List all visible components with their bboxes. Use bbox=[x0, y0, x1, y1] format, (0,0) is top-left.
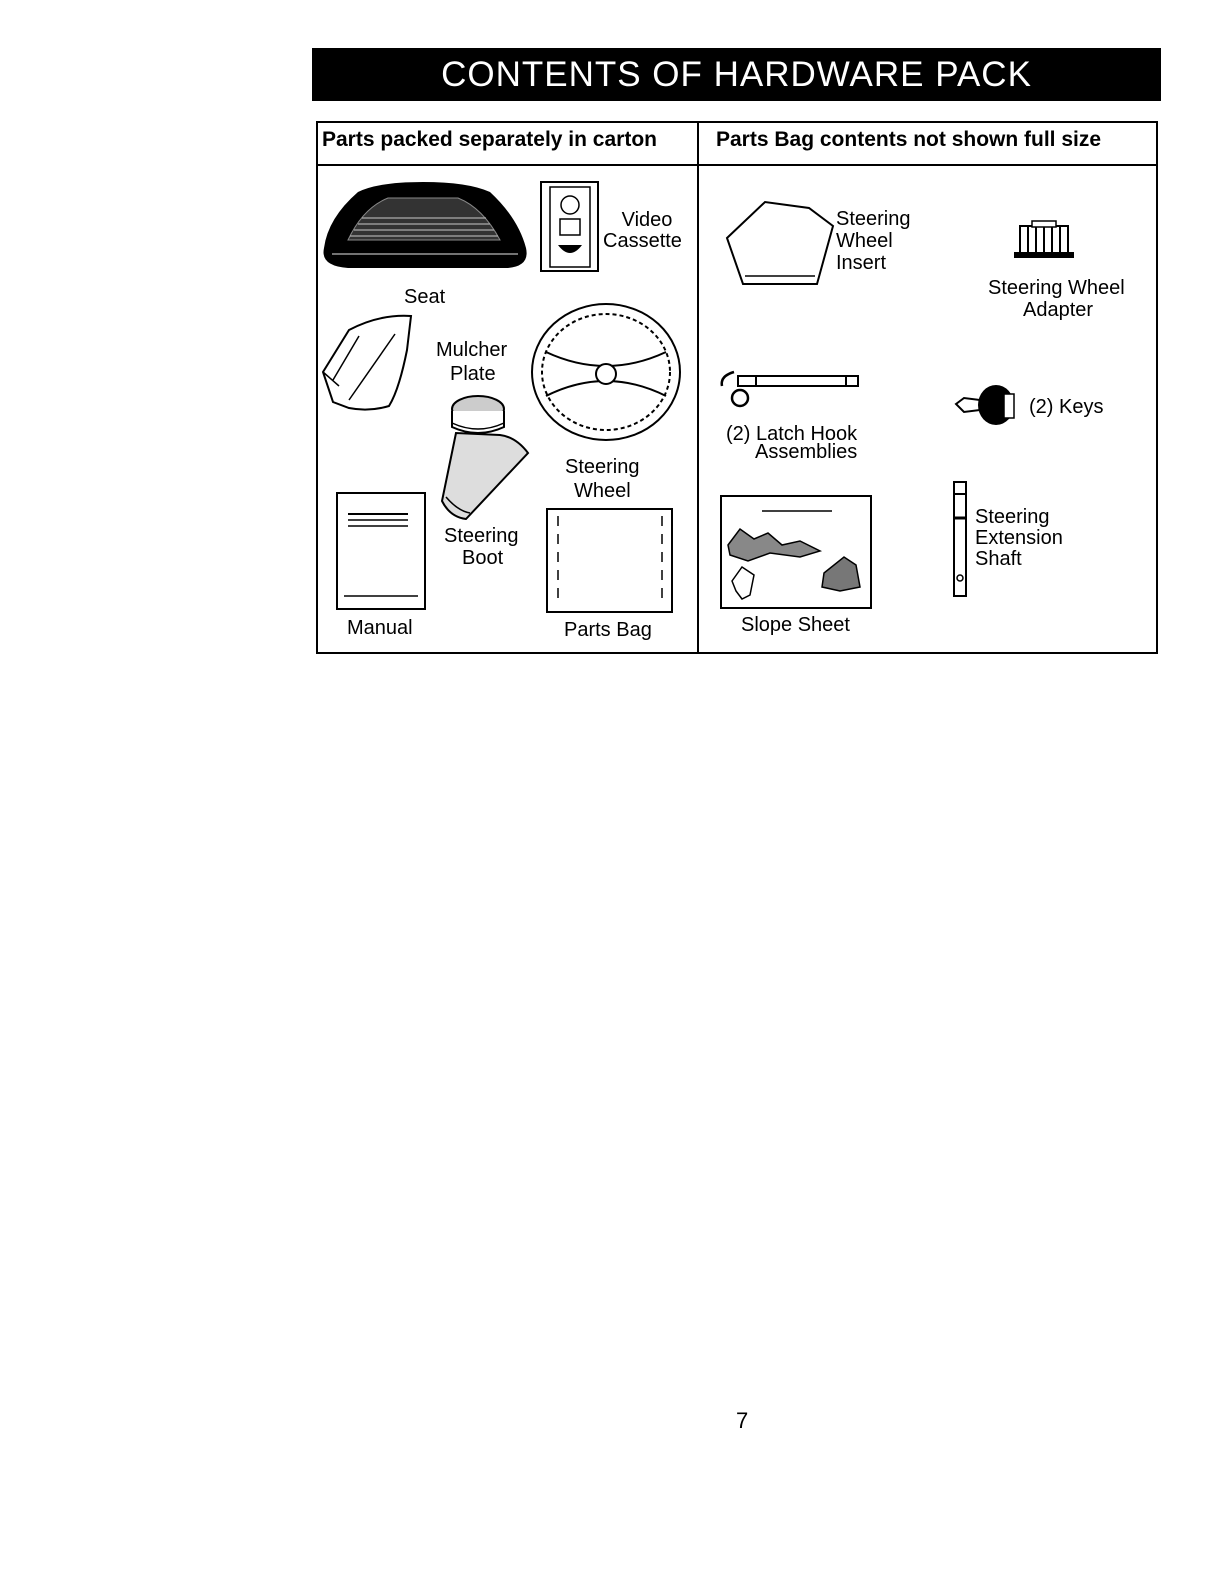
video-cassette-icon bbox=[540, 181, 600, 273]
shaft-label-2: Extension bbox=[975, 527, 1063, 549]
keys-label: (2) Keys bbox=[1029, 396, 1103, 418]
seat-illustration bbox=[318, 178, 532, 273]
steering-wheel-label-1: Steering bbox=[565, 456, 640, 478]
steering-wheel-label-2: Wheel bbox=[574, 480, 631, 502]
page-title: CONTENTS OF HARDWARE PACK bbox=[312, 48, 1161, 101]
manual-label: Manual bbox=[347, 617, 413, 639]
video-label-1: Video bbox=[600, 209, 694, 231]
mulcher-label-2: Plate bbox=[450, 363, 496, 385]
steering-boot-label-1: Steering bbox=[444, 525, 519, 547]
insert-label-1: Steering bbox=[836, 208, 911, 230]
page-number: 7 bbox=[736, 1408, 748, 1434]
steering-wheel-adapter-illustration bbox=[1012, 220, 1076, 262]
insert-label-2: Wheel bbox=[836, 230, 893, 252]
steering-boot-illustration bbox=[436, 393, 536, 528]
latch-hook-illustration bbox=[716, 366, 866, 412]
mulcher-label-1: Mulcher bbox=[436, 339, 507, 361]
parts-bag-label: Parts Bag bbox=[564, 619, 652, 641]
slope-sheet-illustration bbox=[720, 495, 873, 611]
adapter-label-2: Adapter bbox=[1023, 299, 1093, 321]
header-divider bbox=[316, 164, 1158, 166]
video-label-2: Cassette bbox=[603, 230, 682, 252]
parts-bag-illustration bbox=[546, 508, 674, 614]
latch-label-2: Assemblies bbox=[755, 441, 857, 463]
steering-wheel-illustration bbox=[528, 300, 684, 445]
keys-icon bbox=[954, 382, 1022, 432]
title-banner: CONTENTS OF HARDWARE PACK bbox=[312, 48, 1161, 101]
right-panel-heading: Parts Bag contents not shown full size bbox=[716, 128, 1101, 152]
steering-wheel-insert-illustration bbox=[723, 198, 835, 290]
mulcher-plate-illustration bbox=[319, 310, 419, 420]
slope-sheet-label: Slope Sheet bbox=[741, 614, 850, 636]
insert-label-3: Insert bbox=[836, 252, 886, 274]
steering-extension-shaft-illustration bbox=[951, 480, 971, 600]
adapter-label-1: Steering Wheel bbox=[988, 277, 1125, 299]
left-panel-heading: Parts packed separately in carton bbox=[322, 128, 657, 152]
seat-label: Seat bbox=[404, 286, 445, 308]
manual-illustration bbox=[336, 492, 428, 612]
column-divider bbox=[697, 121, 699, 654]
shaft-label-1: Steering bbox=[975, 506, 1050, 528]
shaft-label-3: Shaft bbox=[975, 548, 1022, 570]
steering-boot-label-2: Boot bbox=[462, 547, 503, 569]
